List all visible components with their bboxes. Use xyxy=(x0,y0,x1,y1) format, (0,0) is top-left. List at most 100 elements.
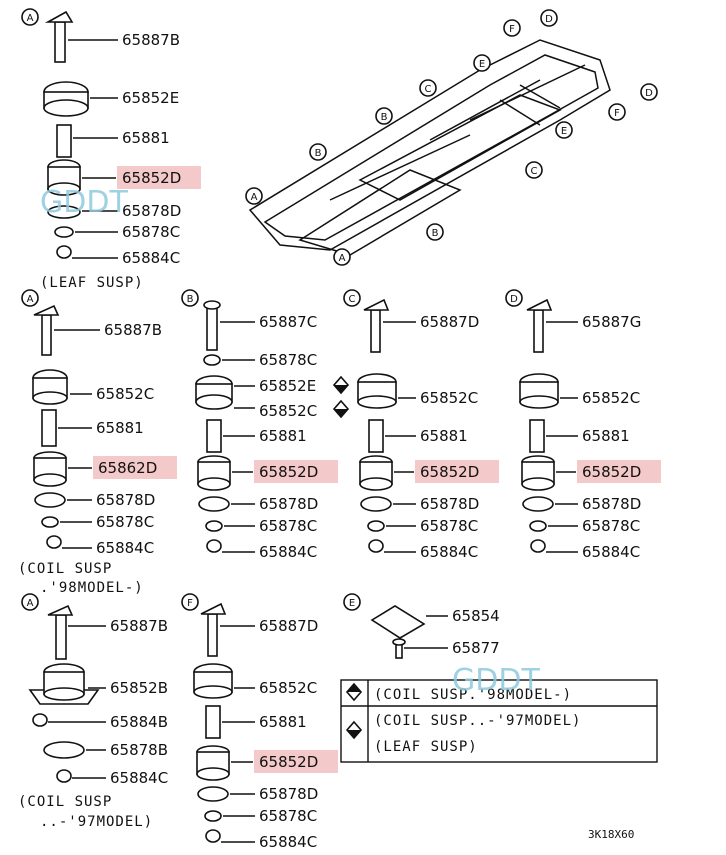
highlight-box xyxy=(577,460,661,483)
group-leaf: A 65887B 65852E 65881 65852D 65878D 6587… xyxy=(21,8,201,291)
svg-text:65878D: 65878D xyxy=(96,491,155,509)
svg-text:65884C: 65884C xyxy=(110,769,168,787)
svg-text:65878C: 65878C xyxy=(259,807,317,825)
svg-text:65887D: 65887D xyxy=(259,617,318,635)
svg-text:65852D: 65852D xyxy=(259,753,318,771)
legend-row2b: (LEAF SUSP) xyxy=(374,739,478,755)
svg-text:65878D: 65878D xyxy=(582,495,641,513)
svg-text:C: C xyxy=(349,294,356,305)
svg-text:65881: 65881 xyxy=(582,427,630,445)
svg-text:65852C: 65852C xyxy=(420,389,478,407)
group-e: E 65854 65877 xyxy=(343,593,500,659)
svg-text:65884C: 65884C xyxy=(259,543,317,561)
svg-text:..-'97MODEL): ..-'97MODEL) xyxy=(40,814,153,830)
svg-text:65887B: 65887B xyxy=(104,321,162,339)
svg-text:65887B: 65887B xyxy=(122,31,180,49)
chassis-frame xyxy=(248,39,611,256)
svg-text:65881: 65881 xyxy=(420,427,468,445)
svg-text:65884C: 65884C xyxy=(122,249,180,267)
frame-callouts: A A B B B C C D D E E F F xyxy=(245,9,658,266)
svg-text:A: A xyxy=(27,598,34,609)
svg-text:65878D: 65878D xyxy=(259,785,318,803)
svg-text:65887B: 65887B xyxy=(110,617,168,635)
legend-row1: (COIL SUSP.'98MODEL-) xyxy=(374,687,572,703)
svg-text:F: F xyxy=(509,24,515,35)
svg-text:65862D: 65862D xyxy=(98,459,157,477)
svg-text:E: E xyxy=(349,598,355,609)
svg-text:65878D: 65878D xyxy=(259,495,318,513)
frame-callout-a2: A xyxy=(333,248,351,266)
svg-text:65852D: 65852D xyxy=(259,463,318,481)
frame-callout-f2: F xyxy=(608,103,626,121)
svg-text:65852D: 65852D xyxy=(420,463,479,481)
svg-text:65884C: 65884C xyxy=(420,543,478,561)
svg-text:F: F xyxy=(187,598,193,609)
svg-text:(LEAF SUSP): (LEAF SUSP) xyxy=(40,275,144,291)
svg-text:65878D: 65878D xyxy=(122,202,181,220)
svg-text:65881: 65881 xyxy=(122,129,170,147)
svg-text:(COIL SUSP: (COIL SUSP xyxy=(18,561,112,577)
svg-text:D: D xyxy=(645,88,653,99)
group-d: D 65887G 65852C 65881 65852D 65878D 6587… xyxy=(505,289,661,561)
svg-text:65877: 65877 xyxy=(452,639,500,657)
svg-text:65881: 65881 xyxy=(96,419,144,437)
svg-text:E: E xyxy=(479,59,485,70)
svg-text:B: B xyxy=(381,112,388,123)
frame-callout-b3: B xyxy=(426,223,444,241)
frame-callout-d2: D xyxy=(640,83,658,101)
svg-text:A: A xyxy=(339,253,346,264)
svg-text:65878C: 65878C xyxy=(259,517,317,535)
group-c: C 65887D 65852C 65881 65852D 65878D 6587… xyxy=(343,289,499,561)
legend-row2a: (COIL SUSP..-'97MODEL) xyxy=(374,713,581,729)
svg-text:65884C: 65884C xyxy=(259,833,317,851)
svg-text:65887G: 65887G xyxy=(582,313,641,331)
highlight-box xyxy=(254,460,338,483)
svg-text:65852C: 65852C xyxy=(259,679,317,697)
figure-code: 3K18X60 xyxy=(588,828,634,841)
svg-text:65852C: 65852C xyxy=(96,385,154,403)
group-circle xyxy=(21,8,39,26)
svg-text:65852B: 65852B xyxy=(110,679,168,697)
svg-text:E: E xyxy=(561,126,567,137)
legend-box: (COIL SUSP.'98MODEL-) (COIL SUSP..-'97MO… xyxy=(340,679,658,763)
svg-text:C: C xyxy=(425,84,432,95)
group-coil-a: A 65887B 65852C 65881 65862D 65878D 6587… xyxy=(18,289,177,596)
svg-text:65878C: 65878C xyxy=(96,513,154,531)
svg-text:65852D: 65852D xyxy=(582,463,641,481)
highlight-box xyxy=(93,456,177,479)
svg-text:(COIL SUSP: (COIL SUSP xyxy=(18,794,112,810)
svg-text:65881: 65881 xyxy=(259,713,307,731)
svg-text:C: C xyxy=(531,166,538,177)
frame-callout-a1: A xyxy=(245,187,263,205)
watermark: GDDT xyxy=(452,663,540,698)
frame-callout-f1: F xyxy=(503,19,521,37)
svg-text:65854: 65854 xyxy=(452,607,500,625)
svg-text:65887C: 65887C xyxy=(259,313,317,331)
svg-text:65852C: 65852C xyxy=(582,389,640,407)
svg-text:65878C: 65878C xyxy=(122,223,180,241)
group-coil-a97: A 65887B 65852B 65884B 65878B 65884C (CO… xyxy=(18,593,168,830)
frame-callout-c2: C xyxy=(525,161,543,179)
svg-text:65852D: 65852D xyxy=(122,169,181,187)
svg-text:65878C: 65878C xyxy=(259,351,317,369)
svg-text:65884C: 65884C xyxy=(96,539,154,557)
svg-text:65878C: 65878C xyxy=(582,517,640,535)
frame-callout-b1: B xyxy=(309,143,327,161)
frame-callout-e1: E xyxy=(473,54,491,72)
svg-text:.'98MODEL-): .'98MODEL-) xyxy=(40,580,144,596)
svg-text:65852E: 65852E xyxy=(259,377,316,395)
svg-text:D: D xyxy=(545,14,553,25)
highlight-box xyxy=(415,460,499,483)
svg-text:B: B xyxy=(432,228,439,239)
svg-text:65884C: 65884C xyxy=(582,543,640,561)
svg-text:65852E: 65852E xyxy=(122,89,179,107)
svg-text:A: A xyxy=(27,294,34,305)
svg-text:65884B: 65884B xyxy=(110,713,168,731)
frame-callout-c1: C xyxy=(419,79,437,97)
frame-callout-d1: D xyxy=(540,9,558,27)
svg-text:F: F xyxy=(614,108,620,119)
svg-text:65852C: 65852C xyxy=(259,402,317,420)
svg-text:A: A xyxy=(251,192,258,203)
